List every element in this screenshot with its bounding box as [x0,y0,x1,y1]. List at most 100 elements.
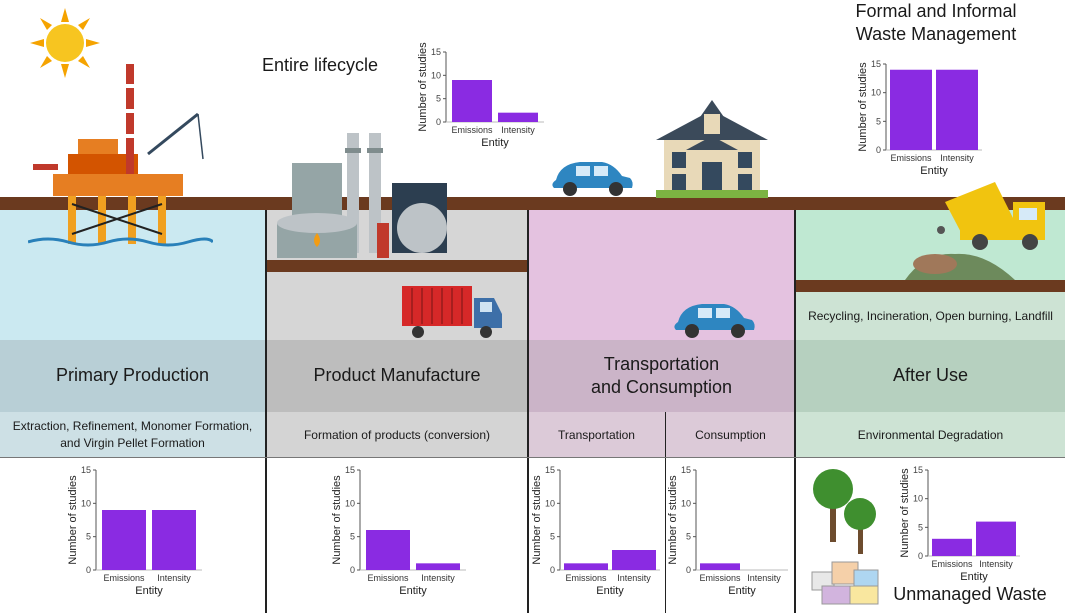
x-axis-label: Entity [920,165,948,177]
y-axis-label: Number of studies [417,42,429,132]
y-axis-label: Number of studies [857,62,869,152]
substage-consumption: Consumption [666,412,795,458]
x-tick-label: Emissions [931,559,973,569]
y-tick-label: 0 [876,145,881,155]
y-tick-label: 15 [81,465,91,475]
house-icon [656,100,768,198]
y-tick-label: 10 [681,498,691,508]
y-tick-label: 10 [81,498,91,508]
y-axis-label: Number of studies [67,475,79,565]
y-tick-label: 10 [431,70,441,80]
y-tick-label: 15 [913,465,923,475]
truck-icon [402,286,502,338]
stage-primary-production: Primary Production [0,340,265,412]
x-tick-label: Intensity [501,125,535,135]
y-tick-label: 5 [350,532,355,542]
sun-icon [30,8,100,78]
bar [564,563,608,570]
dump-truck-icon [905,182,1045,280]
substage-label: Environmental Degradation [857,427,1004,442]
y-tick-label: 15 [431,47,441,57]
y-tick-label: 10 [913,494,923,504]
bar [416,563,460,570]
y-tick-label: 5 [686,532,691,542]
divider [265,210,267,613]
stage-label: Primary Production [55,365,210,386]
substage-label: Transportation [558,427,635,442]
stage-transportation-consumption: Transportation and Consumption [528,340,795,412]
bar [936,69,978,150]
x-axis-label: Entity [960,571,988,583]
substage-manufacture: Formation of products (conversion) [266,412,528,458]
y-tick-label: 5 [436,94,441,104]
y-tick-label: 0 [436,117,441,127]
divider [794,210,796,613]
substage-transportation: Transportation [528,412,665,458]
divider [665,412,666,613]
stage-label: Product Manufacture [313,365,481,386]
y-tick-label: 5 [876,116,881,126]
y-axis-label: Number of studies [899,468,911,558]
bar [102,510,146,570]
waste-pile-icon [811,561,879,605]
stage-label: Transportation [603,353,720,374]
bar [452,80,492,122]
substage-after-use-top: Recycling, Incineration, Open burning, L… [796,292,1065,340]
bar [890,69,932,150]
x-axis-label: Entity [728,585,756,597]
bar [932,538,972,556]
bar [612,550,656,570]
substage-primary: Extraction, Refinement, Monomer Formatio… [0,412,265,458]
y-tick-label: 5 [86,532,91,542]
x-axis-label: Entity [135,585,163,597]
stage-label: and Consumption [590,377,733,397]
y-tick-label: 0 [86,565,91,575]
x-axis-label: Entity [596,585,624,597]
substage-label: and Virgin Pellet Formation [60,436,205,450]
waste-management-line: Formal and Informal [855,1,1017,21]
x-tick-label: Intensity [747,573,781,583]
oil-rig-icon [28,64,213,247]
x-tick-label: Emissions [565,573,607,583]
bar [976,521,1016,556]
bar [498,112,538,122]
entire-lifecycle-label: Entire lifecycle [261,55,379,75]
tree-icon [813,469,876,554]
x-tick-label: Emissions [367,573,409,583]
substage-label: Recycling, Incineration, Open burning, L… [808,308,1053,323]
substage-label: Consumption [695,427,766,442]
y-tick-label: 0 [350,565,355,575]
y-axis-label: Number of studies [667,475,679,565]
x-tick-label: Emissions [451,125,493,135]
bar [152,510,196,570]
y-tick-label: 0 [686,565,691,575]
substage-label: Formation of products (conversion) [303,427,491,442]
x-tick-label: Intensity [940,153,974,163]
x-axis-label: Entity [399,585,427,597]
waste-management-line: Waste Management [855,23,1017,44]
factory-icon [277,133,447,258]
substage-label: Extraction, Refinement, Monomer Formatio… [12,419,253,434]
substage-after-use: Environmental Degradation [796,412,1065,458]
y-tick-label: 10 [345,498,355,508]
unmanaged-waste-label: Unmanaged Waste [893,584,1047,604]
bar [700,563,740,570]
x-tick-label: Emissions [103,573,145,583]
x-tick-label: Emissions [699,573,741,583]
car-icon [674,304,755,338]
car-icon [552,162,633,196]
y-axis-label: Number of studies [531,475,543,565]
bar [366,530,410,570]
x-axis-label: Entity [481,137,509,149]
